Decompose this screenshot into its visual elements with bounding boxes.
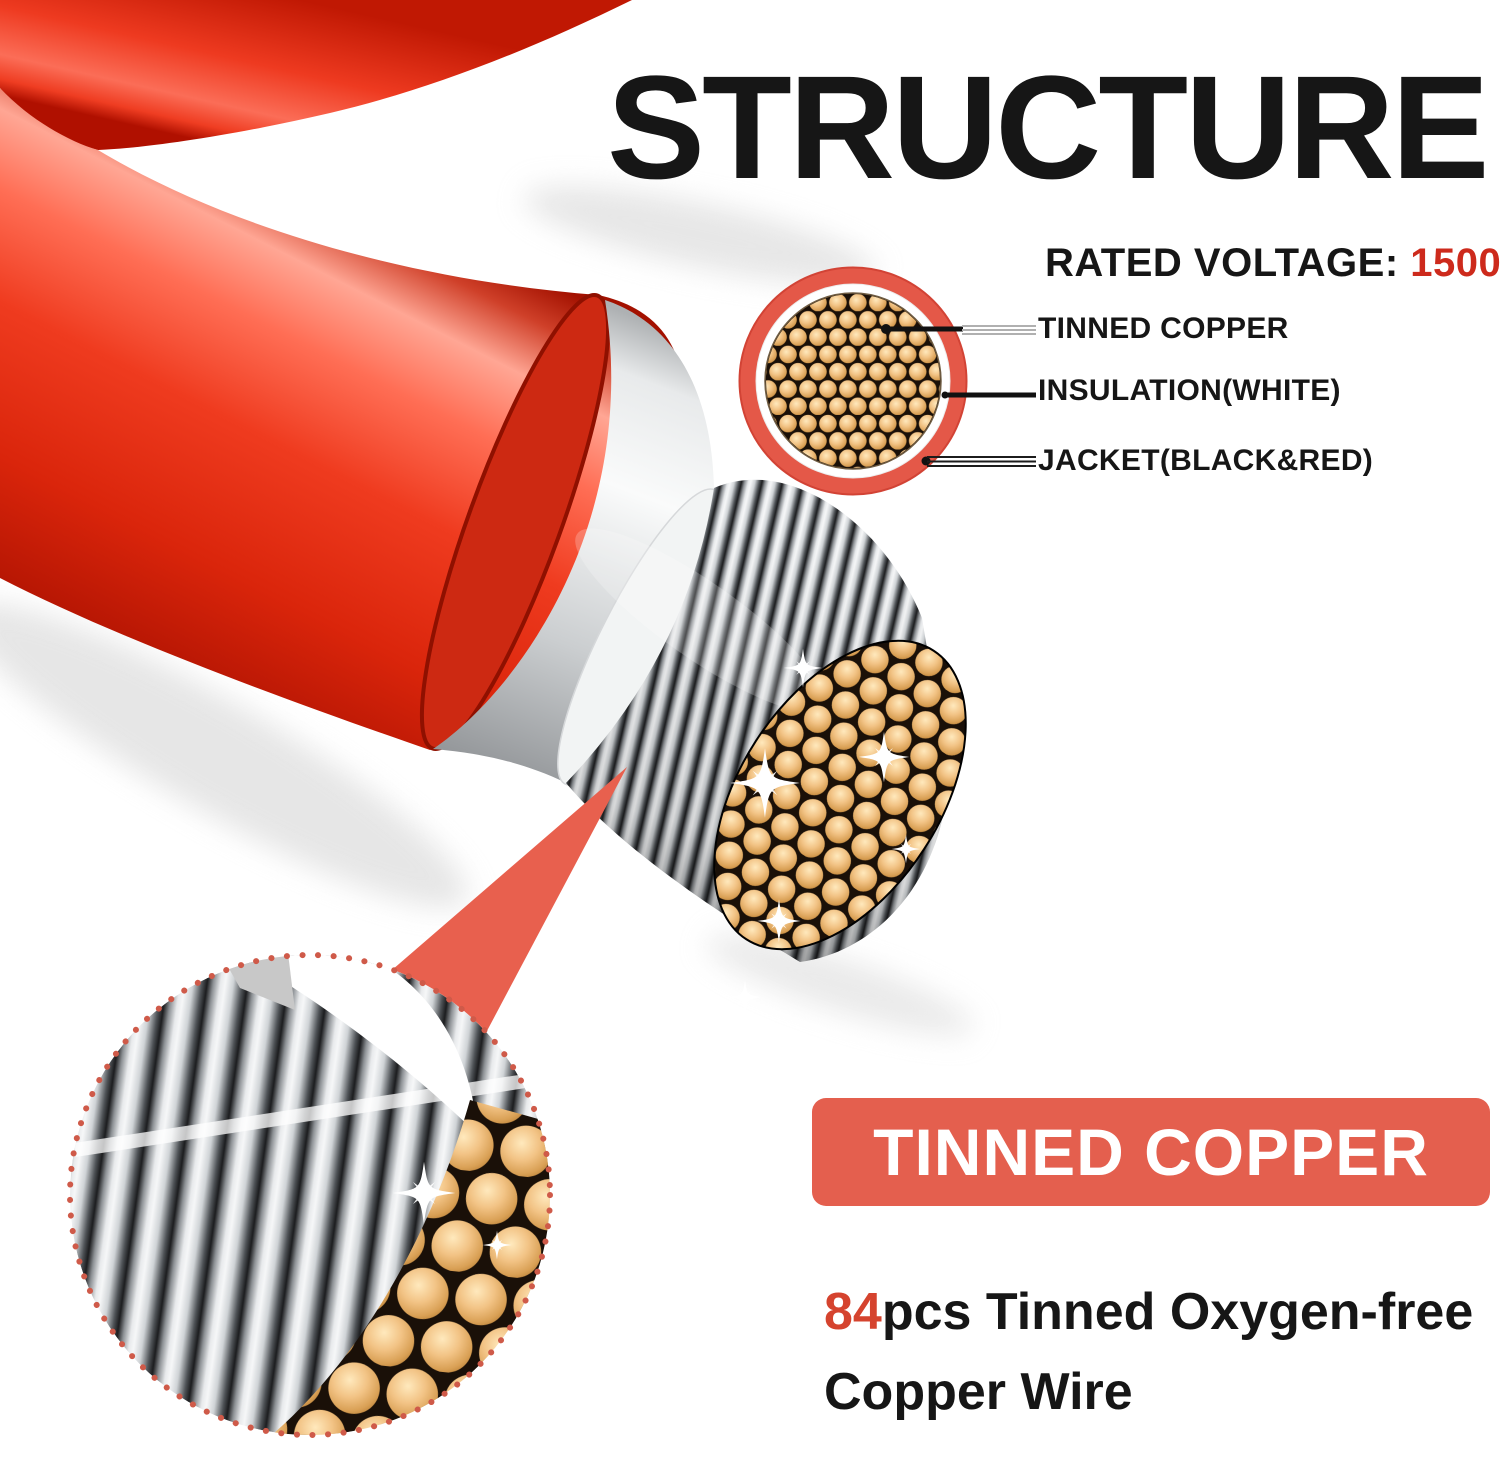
cross-section-diagram <box>738 266 968 496</box>
feature-line-1: 84pcs Tinned Oxygen-free <box>824 1286 1473 1338</box>
strand-count: 84 <box>824 1283 882 1341</box>
cross-section-copper <box>766 294 940 468</box>
cable-shadows <box>0 186 974 1035</box>
rated-voltage-label: RATED VOLTAGE: <box>1045 241 1411 285</box>
label-jacket: JACKET(BLACK&RED) <box>1038 444 1374 477</box>
label-insulation: INSULATION(WHITE) <box>1038 374 1341 407</box>
banner-label: TINNED COPPER <box>873 1115 1429 1189</box>
page-title: STRUCTURE <box>607 46 1489 210</box>
magnifier <box>67 952 553 1438</box>
feature-line-2: Copper Wire <box>824 1363 1133 1421</box>
cable-jacket-upper-band <box>0 0 632 150</box>
feature-line-1-text: pcs Tinned Oxygen-free <box>881 1283 1474 1341</box>
rated-voltage-value: 1500V <box>1410 241 1500 285</box>
jacket-cut-face <box>419 292 611 752</box>
label-tinned-copper: TINNED COPPER <box>1038 312 1289 345</box>
leader-lines <box>881 324 1036 467</box>
tinned-copper-banner: TINNED COPPER <box>812 1098 1490 1206</box>
magnifier-dotted-border <box>67 952 553 1438</box>
magnifier-copper <box>240 1100 550 1435</box>
copper-core-face <box>713 639 967 951</box>
rated-voltage-line: RATED VOLTAGE: 1500V DC <box>1045 243 1500 283</box>
